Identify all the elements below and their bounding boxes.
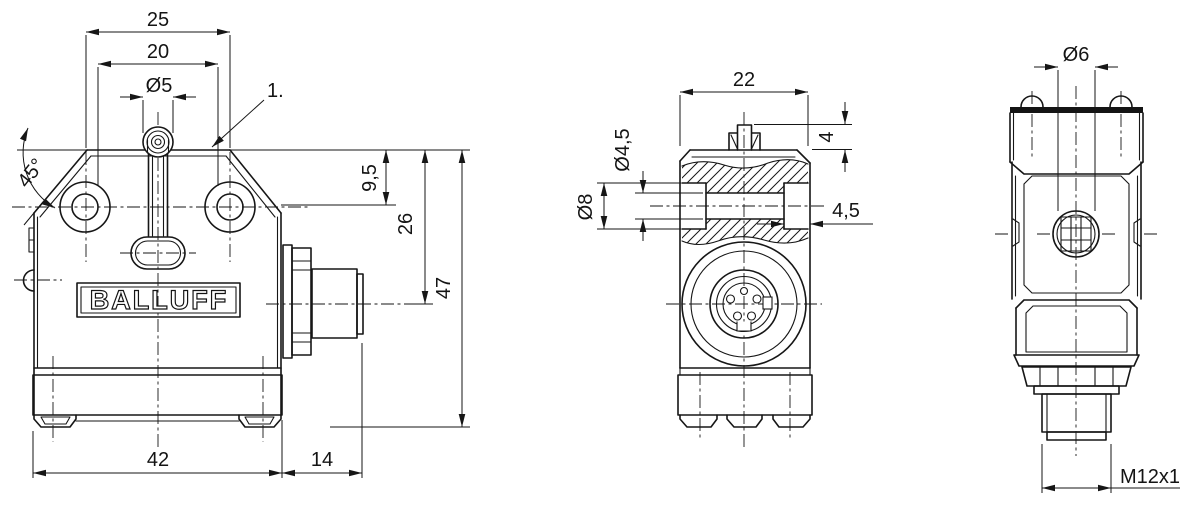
dim-dia-6: Ø6 <box>1063 44 1090 66</box>
side-connector <box>1021 366 1132 441</box>
side-roller-grid <box>1052 210 1100 258</box>
angle-45: 45° <box>13 155 49 192</box>
plunger-dome <box>1020 95 1044 108</box>
dim-20: 20 <box>147 41 169 63</box>
connector-pin <box>739 286 749 296</box>
side-dimensions: Ø6 M12x1 <box>1034 44 1180 493</box>
dim-26: 26 <box>395 213 417 235</box>
section-hole-edges <box>681 182 809 230</box>
dim-22: 22 <box>733 69 755 91</box>
connector-pin <box>732 311 743 321</box>
connector-pin <box>746 311 757 321</box>
dim-42: 42 <box>147 449 169 471</box>
section-dimensions: 22 4 Ø4,5 Ø8 4,5 <box>575 69 873 241</box>
front-oval-slot <box>130 236 186 270</box>
connector-pin <box>752 294 762 304</box>
dim-4-5: 4,5 <box>832 200 860 222</box>
section-connector-face <box>681 241 807 367</box>
section-hatching <box>681 159 809 246</box>
thread-m12x1: M12x1 <box>1120 466 1180 488</box>
side-notch <box>1012 218 1020 247</box>
section-view: 22 4 Ø4,5 Ø8 4,5 <box>575 69 873 448</box>
side-view: Ø6 M12x1 <box>995 44 1180 493</box>
callout-1: 1. <box>267 80 284 102</box>
connector-keyway <box>762 296 773 310</box>
side-body-outline <box>1009 95 1144 367</box>
front-dimensions: 25 20 Ø5 1. 45° 9,5 26 47 42 <box>13 9 470 478</box>
callout-leader <box>211 99 265 148</box>
side-notch <box>1133 218 1141 247</box>
dim-dia-8: Ø8 <box>575 194 597 221</box>
dim-roller-diameter: Ø5 <box>146 75 173 97</box>
balluff-logo-text: BALLUFF <box>90 285 228 315</box>
dim-25: 25 <box>147 9 169 31</box>
plunger-dome <box>1109 95 1133 108</box>
connector-pin <box>725 294 736 304</box>
angle-arc <box>19 127 56 209</box>
dim-dia-4-5: Ø4,5 <box>612 128 634 171</box>
front-body-outline <box>22 149 283 428</box>
top-plate <box>1010 107 1143 113</box>
dim-4: 4 <box>816 131 838 142</box>
dim-9-5: 9,5 <box>359 164 381 192</box>
front-mounting-holes <box>59 181 256 233</box>
section-body-outline <box>677 149 813 428</box>
front-connector <box>282 244 364 359</box>
front-plunger <box>142 126 174 237</box>
side-tab <box>28 227 35 253</box>
section-plunger <box>728 124 761 151</box>
dim-47: 47 <box>433 277 455 299</box>
balluff-logo: BALLUFF <box>76 282 241 318</box>
front-view: BALLUFF 25 20 Ø5 1. 45° <box>12 9 470 478</box>
side-plunger-bump <box>22 269 35 292</box>
dim-14: 14 <box>311 449 333 471</box>
